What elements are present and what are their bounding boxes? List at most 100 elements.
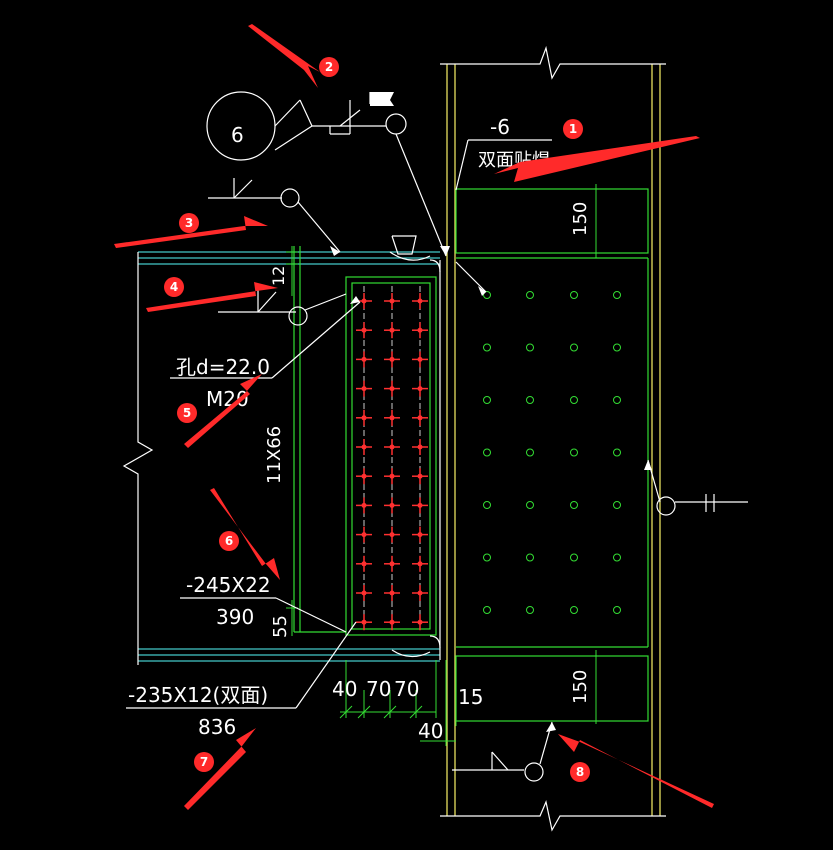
- bolt-mark: [412, 439, 428, 455]
- svg-text:7: 7: [200, 755, 208, 769]
- bolt-mark: [384, 439, 400, 455]
- column-break-top: [440, 45, 666, 80]
- badge-2: 2: [319, 57, 339, 77]
- dim-70a: 70: [366, 677, 391, 701]
- column-bolt-hole: [570, 501, 578, 509]
- column: [446, 64, 661, 816]
- dim-70b: 70: [394, 677, 419, 701]
- badge-5: 5: [177, 403, 197, 423]
- column-bolt-hole: [526, 343, 534, 352]
- web-plate-length-label: 390: [216, 605, 254, 629]
- beam-web-bolts: [356, 286, 428, 631]
- column-bolt-hole: [570, 343, 578, 352]
- svg-text:5: 5: [183, 406, 191, 420]
- bolt-mark: [356, 614, 372, 631]
- column-break-bottom: [440, 800, 666, 832]
- column-bolt-hole: [570, 606, 578, 614]
- bolt-mark: [384, 322, 400, 339]
- svg-text:2: 2: [325, 60, 333, 74]
- svg-text:6: 6: [225, 534, 233, 548]
- column-bolt-hole: [483, 553, 491, 562]
- edge-distance-label: 55: [270, 615, 291, 638]
- bolt-mark: [356, 380, 372, 397]
- flange-plate-length-label: 836: [198, 715, 236, 739]
- column-bolt-hole: [613, 448, 621, 457]
- column-bolt-hole: [613, 501, 621, 509]
- bolt-mark: [412, 322, 428, 339]
- bolt-mark: [384, 468, 400, 485]
- bolt-mark: [384, 497, 400, 514]
- bolt-mark: [412, 497, 428, 514]
- bolt-mark: [384, 614, 400, 631]
- badge-3: 3: [179, 213, 199, 233]
- column-bolt-holes: [483, 291, 621, 614]
- bolt-mark: [356, 439, 372, 455]
- column-bolt-hole: [613, 606, 621, 614]
- column-bolt-hole: [613, 291, 621, 299]
- leader-arrowheads: [330, 246, 652, 732]
- bolt-mark: [384, 526, 400, 543]
- svg-text:4: 4: [170, 280, 178, 294]
- flange-thickness-label: 12: [269, 266, 288, 286]
- dim-150-bottom: 150: [570, 670, 591, 704]
- bolt-spacing-label: 11X66: [264, 426, 285, 484]
- web-plate-label: -245X22: [186, 573, 271, 597]
- bolt-mark: [384, 351, 400, 368]
- column-bolt-hole: [526, 396, 534, 404]
- bolt-mark: [356, 322, 372, 339]
- bolt-mark: [412, 380, 428, 397]
- badge-4: 4: [164, 277, 184, 297]
- bolt-mark: [356, 497, 372, 514]
- bolt-mark: [356, 351, 372, 368]
- column-bolt-hole: [613, 553, 621, 562]
- field-weld-flag-icon: [370, 92, 394, 106]
- column-bolt-hole: [483, 396, 491, 404]
- svg-text:3: 3: [185, 216, 193, 230]
- bolt-mark: [412, 526, 428, 543]
- dim-15: 15: [458, 685, 483, 709]
- web-splice-plates: [293, 246, 437, 636]
- detail-number: 6: [231, 123, 244, 147]
- column-bolt-hole: [570, 448, 578, 457]
- bolt-mark: [384, 555, 400, 572]
- bolt-mark: [412, 409, 428, 426]
- column-bolt-hole: [526, 553, 534, 562]
- column-bolt-hole: [570, 396, 578, 404]
- column-bolt-hole: [483, 291, 491, 299]
- badge-6: 6: [219, 531, 239, 551]
- column-bolt-hole: [483, 343, 491, 352]
- dim-150-top: 150: [570, 202, 591, 236]
- bolt-mark: [412, 468, 428, 485]
- bolt-mark: [412, 293, 428, 309]
- svg-text:1: 1: [569, 122, 577, 136]
- column-bolt-hole: [570, 553, 578, 562]
- dim-40a: 40: [332, 677, 357, 701]
- dim-40b: 40: [418, 719, 443, 743]
- bolt-mark: [384, 585, 400, 601]
- bolt-mark: [356, 409, 372, 426]
- badge-8: 8: [570, 762, 590, 782]
- annotation-arrows: [114, 24, 714, 810]
- column-bolt-hole: [483, 448, 491, 457]
- column-bolt-hole: [483, 501, 491, 509]
- bolt-mark: [356, 526, 372, 543]
- bolt-mark: [384, 380, 400, 397]
- column-bolt-hole: [526, 448, 534, 457]
- column-stiffener-plates: [455, 188, 649, 722]
- bolt-mark: [412, 351, 428, 368]
- bolt-mark: [356, 555, 372, 572]
- bolt-mark: [412, 585, 428, 601]
- column-bolt-hole: [613, 396, 621, 404]
- column-bolt-hole: [526, 606, 534, 614]
- stiffener-plate-label: -6: [490, 115, 510, 139]
- svg-text:8: 8: [576, 765, 584, 779]
- dimension-lines: [286, 184, 602, 746]
- column-bolt-hole: [526, 291, 534, 299]
- annotation-badges: 1 2 3 4 5 6 7 8: [164, 57, 590, 782]
- flange-plate-label: -235X12(双面): [128, 683, 268, 707]
- beam-break-left: [122, 252, 154, 665]
- column-bolt-hole: [613, 343, 621, 352]
- bolt-mark: [412, 555, 428, 572]
- bolt-mark: [412, 614, 428, 631]
